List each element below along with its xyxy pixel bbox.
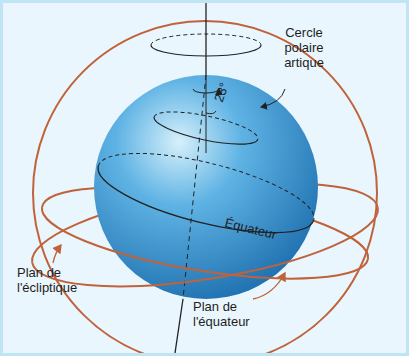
polar-circle-label: Cercle polaire artique [265,25,343,70]
diagram-frame: Cercle polaire artique23°ÉquateurPlan de… [3,3,406,353]
ecliptic-plane-label: Plan de l'écliptique [17,265,97,295]
equator-plane-label: Plan de l'équateur [193,299,273,329]
